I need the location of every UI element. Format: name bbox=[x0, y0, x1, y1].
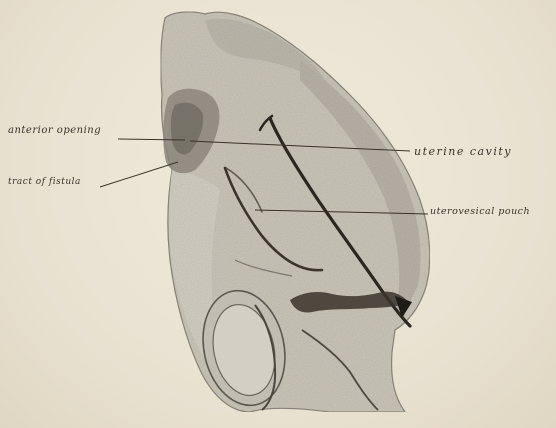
label-uterine-cavity: uterine cavity bbox=[414, 145, 512, 158]
label-uterovesical-pouch: uterovesical pouch bbox=[430, 206, 530, 217]
label-anterior-opening: anterior opening bbox=[8, 125, 101, 136]
label-tract-of-fistula: tract of fistula bbox=[8, 177, 81, 187]
leader-tract-of-fistula bbox=[100, 162, 178, 187]
